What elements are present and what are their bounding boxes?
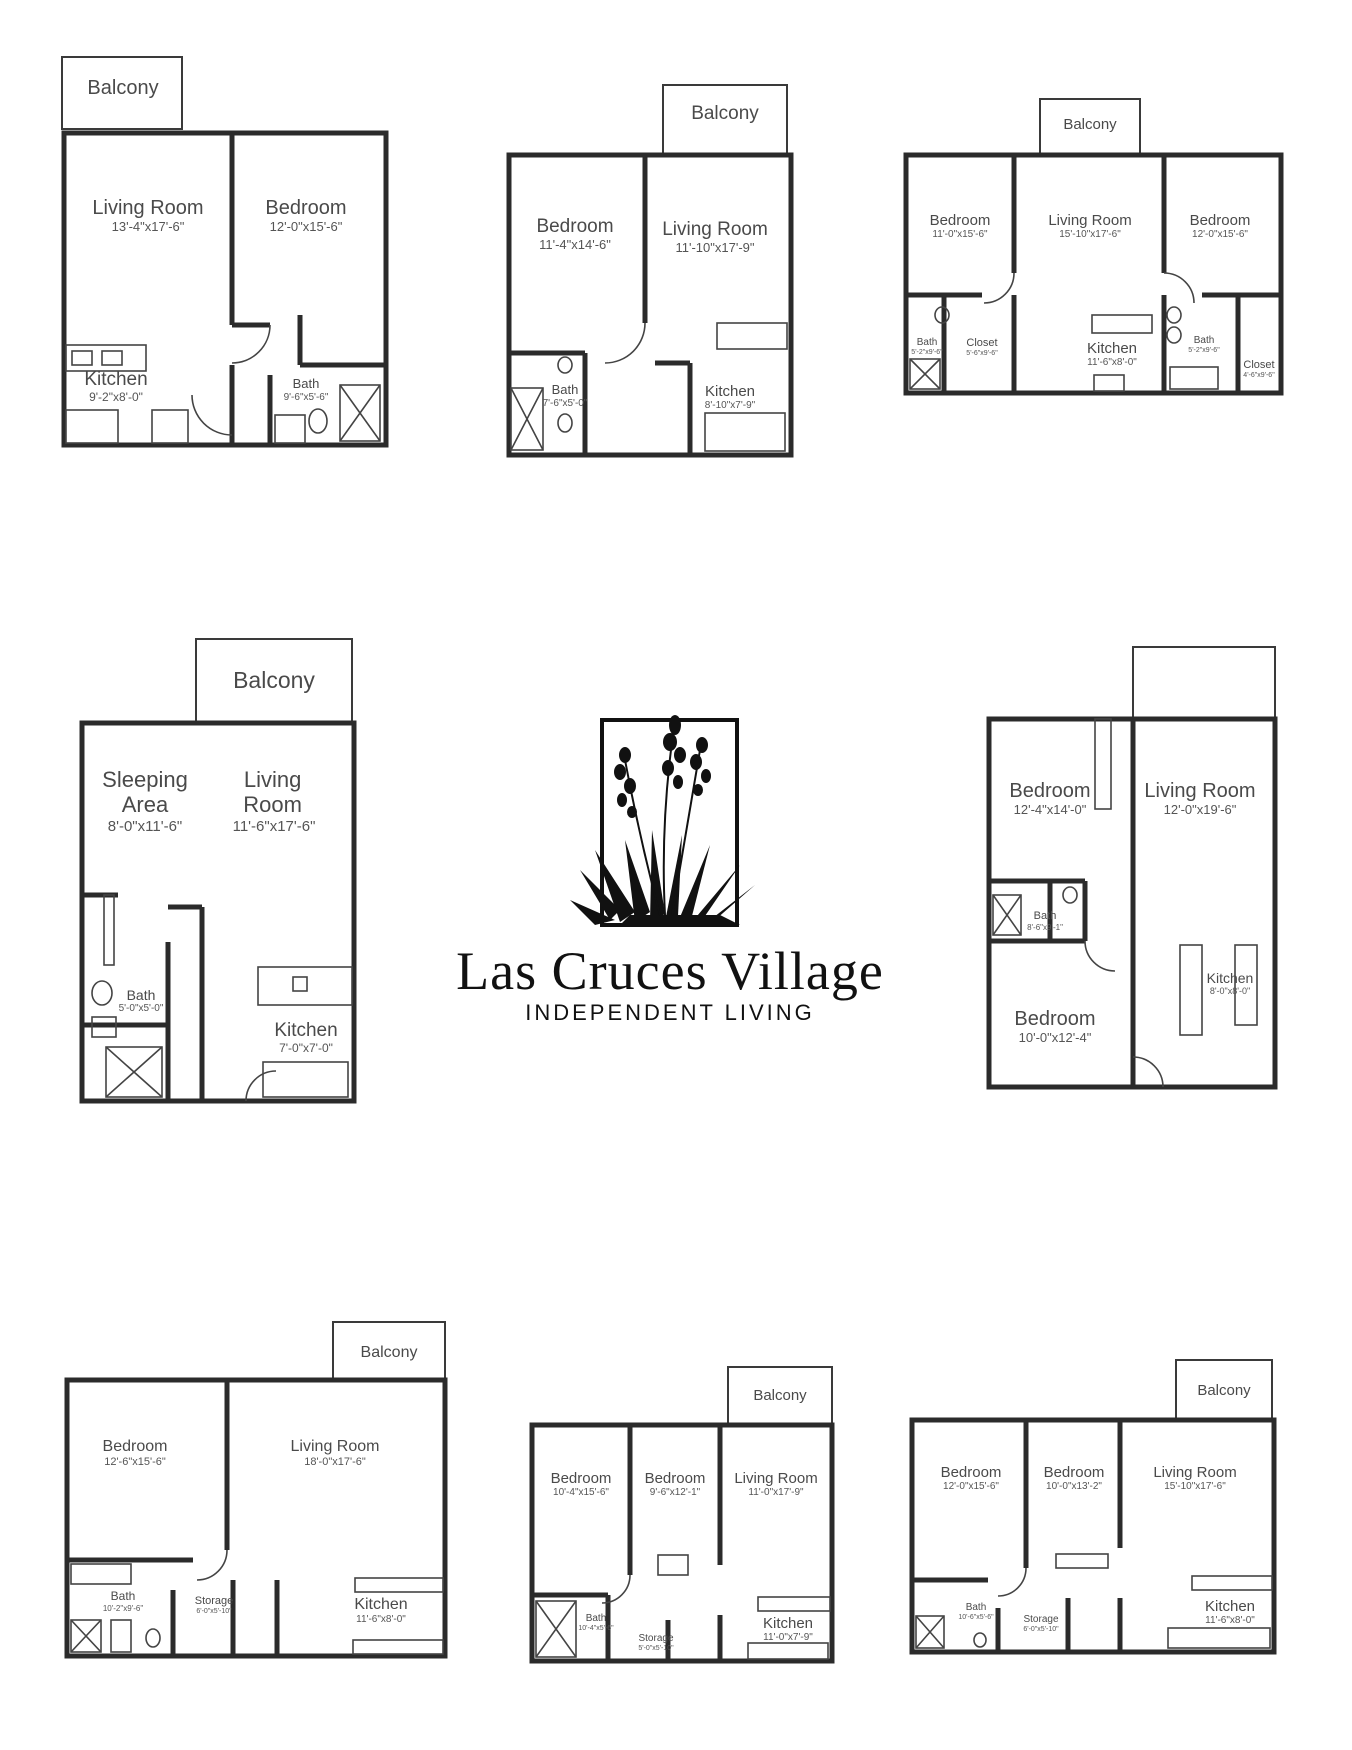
room-label: Balcony <box>1063 116 1117 133</box>
room-label: Balcony <box>233 667 315 693</box>
room-label: Balcony <box>691 103 759 124</box>
room-label: Balcony <box>360 1344 418 1361</box>
logo-subtitle: INDEPENDENT LIVING <box>525 1000 815 1025</box>
room-label: Balcony <box>1197 1382 1251 1399</box>
logo: Las Cruces Village INDEPENDENT LIVING <box>420 700 920 1040</box>
logo-title: Las Cruces Village <box>456 941 884 1001</box>
room-label: Balcony <box>753 1387 807 1404</box>
yucca-plant-icon <box>570 715 755 927</box>
room-label: Balcony <box>87 77 159 99</box>
